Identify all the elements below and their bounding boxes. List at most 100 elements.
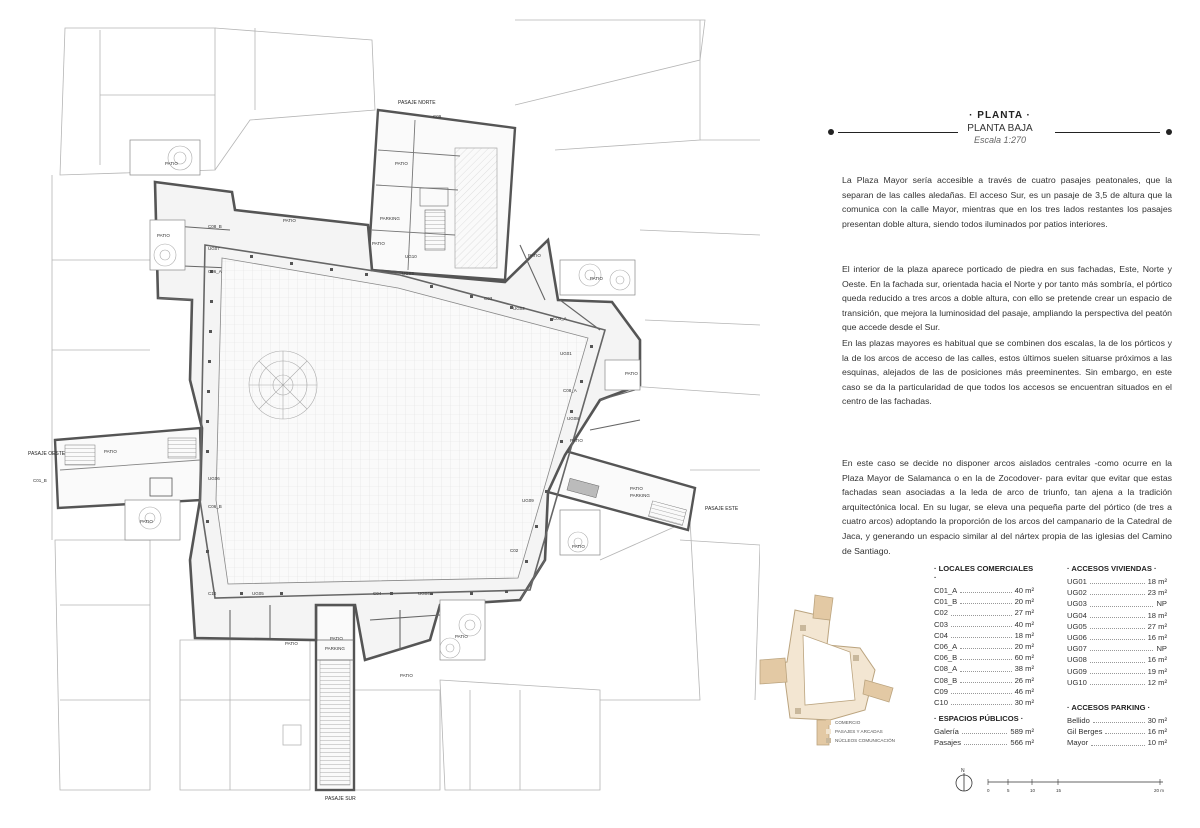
legend-item-pasajes: PASAJES Y ARCADAS bbox=[826, 727, 895, 736]
label-patio: PATIO bbox=[572, 544, 585, 549]
dot-leader bbox=[950, 630, 1012, 638]
row-value: 20 m² bbox=[1014, 597, 1034, 607]
row-value: 23 m² bbox=[1147, 588, 1167, 598]
label-patio: PATIO bbox=[570, 438, 583, 443]
plan-title: · PLANTA · bbox=[969, 110, 1031, 121]
row-value: 40 m² bbox=[1014, 619, 1034, 629]
row-value: 26 m² bbox=[1014, 675, 1034, 685]
label-patio: PATIO bbox=[104, 449, 117, 454]
plan-header: · PLANTA · PLANTA BAJA Escala 1:270 bbox=[820, 110, 1180, 156]
dot-leader bbox=[964, 737, 1008, 746]
row-name: Galería bbox=[934, 727, 959, 736]
label-patio: PATIO bbox=[590, 276, 603, 281]
row-value: 30 m² bbox=[1147, 716, 1167, 725]
label-space: C10 bbox=[208, 591, 217, 596]
label-pasaje-este: PASAJE ESTE bbox=[705, 506, 739, 512]
label-space: C09 bbox=[433, 114, 442, 119]
row-name: C08_A bbox=[934, 664, 958, 674]
row-name: C01_A bbox=[934, 586, 958, 595]
legend-label: NÚCLEOS COMUNICACIÓN bbox=[835, 738, 895, 743]
paragraph-2: El interior de la plaza aparece porticad… bbox=[842, 264, 1172, 333]
dot-leader bbox=[950, 697, 1012, 706]
row-name: UG07 bbox=[1067, 644, 1087, 654]
row-value: 27 m² bbox=[1014, 608, 1034, 618]
label-pasaje-norte: PASAJE NORTE bbox=[398, 100, 436, 106]
row-name: UG08 bbox=[1067, 655, 1087, 665]
row-name: C06_A bbox=[934, 641, 958, 651]
label-space: UG01 bbox=[560, 351, 572, 356]
key-plan-legend: COMERCIO PASAJES Y ARCADAS NÚCLEOS COMUN… bbox=[826, 718, 895, 745]
header-dot-right bbox=[1166, 129, 1172, 135]
dot-leader bbox=[960, 652, 1012, 661]
dot-leader bbox=[1089, 576, 1145, 585]
dot-leader bbox=[960, 663, 1012, 672]
dot-leader bbox=[960, 641, 1012, 650]
locales-title: · LOCALES COMERCIALES · bbox=[934, 564, 1034, 582]
dot-leader bbox=[960, 585, 1012, 594]
table-row: UG02 23 m² bbox=[1067, 587, 1167, 598]
label-space: UG05 bbox=[252, 591, 264, 596]
row-name: Pasajes bbox=[934, 738, 962, 748]
scale-drawing: N 0 5 10 15 20 m bbox=[955, 768, 1164, 793]
row-value: 27 m² bbox=[1147, 621, 1167, 631]
label-patio: PATIO bbox=[372, 241, 385, 246]
dot-leader bbox=[950, 619, 1012, 627]
dot-leader bbox=[950, 686, 1012, 694]
legend-item-comercio: COMERCIO bbox=[826, 718, 895, 727]
label-patio: PATIO bbox=[455, 634, 468, 639]
row-name: Gil Berges bbox=[1067, 727, 1103, 737]
header-dot-left bbox=[828, 129, 834, 135]
label-space: UG10 bbox=[405, 254, 417, 259]
row-value: 30 m² bbox=[1014, 697, 1034, 707]
row-value: 60 m² bbox=[1014, 653, 1034, 663]
row-name: UG02 bbox=[1067, 588, 1087, 598]
patio-trees bbox=[138, 145, 631, 659]
label-space: C06_A bbox=[208, 269, 222, 274]
north-and-scale: N 0 5 10 15 20 m bbox=[948, 768, 1178, 796]
label-space: UG03 bbox=[402, 271, 414, 276]
scale-tick: 0 bbox=[987, 788, 990, 793]
row-value: NP bbox=[1156, 599, 1167, 609]
label-space: C01_B bbox=[33, 478, 47, 483]
scale-tick: 20 m bbox=[1154, 788, 1164, 793]
scale-tick: 5 bbox=[1007, 788, 1010, 793]
row-value: 16 m² bbox=[1147, 632, 1167, 642]
row-value: 16 m² bbox=[1147, 727, 1167, 737]
label-space: C03 bbox=[484, 296, 493, 301]
key-plan bbox=[755, 590, 900, 750]
label-space: UG02 bbox=[513, 306, 525, 311]
row-name: C06_B bbox=[934, 653, 958, 663]
label-patio: PATIO bbox=[285, 641, 298, 646]
parking-title: · ACCESOS PARKING · bbox=[1067, 703, 1151, 712]
label-space: C04 bbox=[373, 591, 382, 596]
paragraph-4: En este caso se decide no disponer arcos… bbox=[842, 458, 1172, 556]
header-rule-right bbox=[1055, 132, 1160, 133]
floor-plan: PASAJE NORTE PASAJE OESTE PASAJE ESTE PA… bbox=[28, 19, 760, 802]
key-plan-drawing bbox=[759, 594, 894, 746]
label-patio: PATIO bbox=[283, 218, 296, 223]
label-parking: PARKING bbox=[325, 646, 345, 651]
row-value: 20 m² bbox=[1014, 641, 1034, 651]
label-space: UG08 bbox=[567, 416, 579, 421]
label-space: UG09 bbox=[522, 498, 534, 503]
legend-label: PASAJES Y ARCADAS bbox=[835, 729, 883, 734]
label-patio: PATIO bbox=[330, 636, 343, 641]
row-value: 589 m² bbox=[1010, 727, 1034, 736]
row-value: 18 m² bbox=[1147, 577, 1167, 586]
label-patio: PATIO bbox=[400, 673, 413, 678]
row-name: UG09 bbox=[1067, 666, 1087, 676]
row-name: C09 bbox=[934, 686, 948, 696]
viviendas-title: · ACCESOS VIVIENDAS · bbox=[1067, 564, 1157, 573]
dot-leader bbox=[1089, 598, 1154, 607]
dot-leader bbox=[950, 607, 1012, 616]
